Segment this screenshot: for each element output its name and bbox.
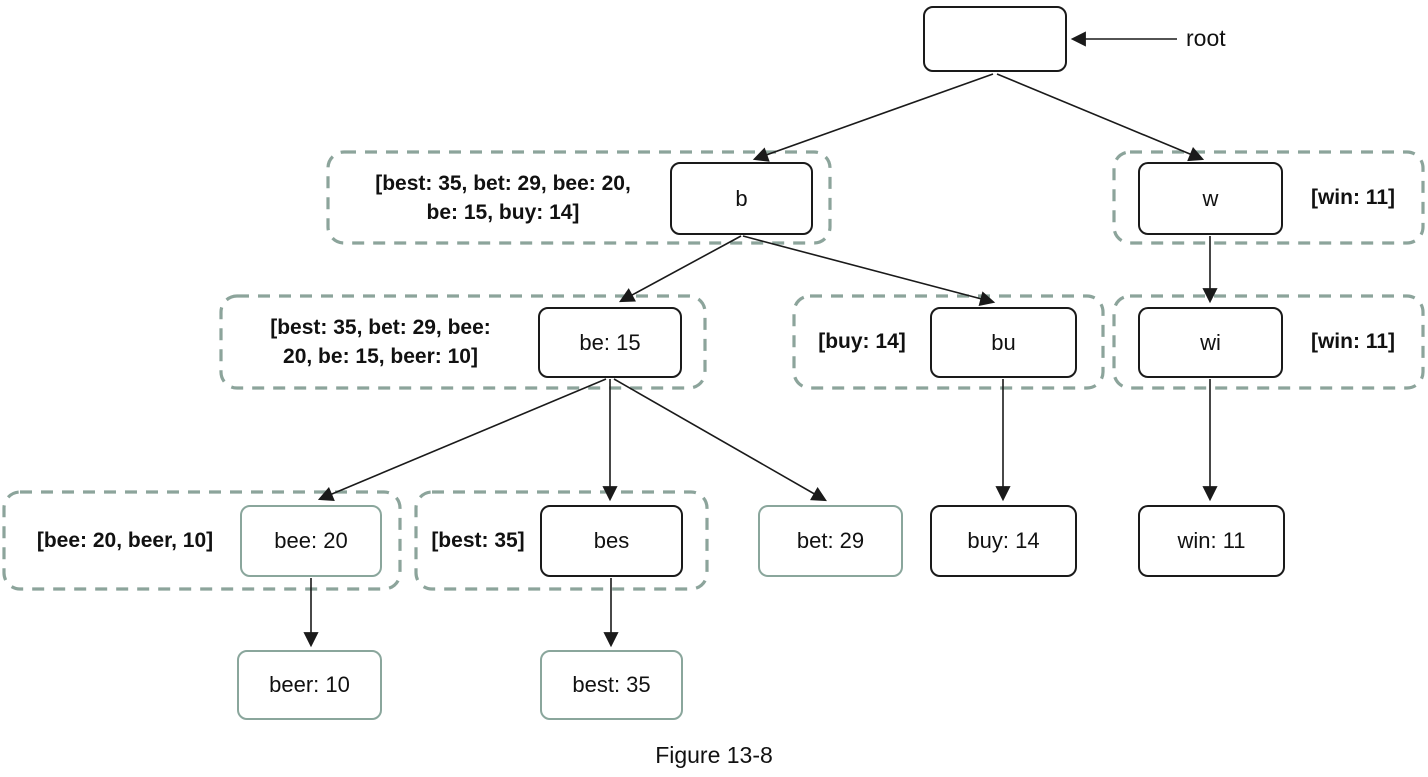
edge-b-bu — [742, 235, 996, 307]
node-bet: bet: 29 — [758, 505, 903, 577]
annotation-bee-line1: [bee: 20, beer, 10] — [36, 529, 214, 552]
group-box-b — [326, 150, 832, 245]
edge-be-bet — [613, 378, 827, 502]
annotation-bes-line1: [best: 35] — [431, 529, 525, 552]
node-bee: bee: 20 — [240, 505, 382, 577]
annotation-be: [best: 35, bet: 29, bee: 20, be: 15, bee… — [228, 313, 533, 371]
annotation-b-line1: [best: 35, bet: 29, bee: 20, — [375, 172, 631, 195]
group-box-bu — [792, 294, 1105, 390]
annotation-b: [best: 35, bet: 29, bee: 20, be: 15, buy… — [338, 169, 668, 227]
edge-be-bee — [317, 378, 607, 502]
node-w: w — [1138, 162, 1283, 235]
node-best: best: 35 — [540, 650, 683, 720]
node-root — [923, 6, 1067, 72]
annotation-bee: [bee: 20, beer, 10] — [12, 526, 238, 555]
annotation-wi: [win: 11] — [1288, 327, 1418, 356]
annotation-w: [win: 11] — [1288, 183, 1418, 212]
group-box-bee — [2, 490, 402, 591]
annotation-w-line1: [win: 11] — [1310, 186, 1395, 209]
root-pointer-label: root — [1186, 25, 1226, 51]
node-b: b — [670, 162, 813, 235]
group-box-wi — [1112, 294, 1425, 390]
annotation-bes: [best: 35] — [420, 526, 536, 555]
annotation-bu-line1: [buy: 14] — [818, 330, 906, 353]
node-win: win: 11 — [1138, 505, 1285, 577]
group-box-bes — [414, 490, 709, 591]
group-box-w — [1112, 150, 1425, 245]
node-buy: buy: 14 — [930, 505, 1077, 577]
node-beer: beer: 10 — [237, 650, 382, 720]
annotation-b-line2: be: 15, buy: 14] — [426, 201, 580, 224]
node-bu: bu — [930, 307, 1077, 378]
edge-root-b — [752, 73, 994, 162]
node-wi: wi — [1138, 307, 1283, 378]
node-be: be: 15 — [538, 307, 682, 378]
group-box-be — [219, 294, 707, 390]
edge-b-be — [618, 235, 742, 303]
node-bes: bes — [540, 505, 683, 577]
figure-caption: Figure 13-8 — [655, 742, 773, 768]
annotation-be-line2: 20, be: 15, beer: 10] — [283, 345, 478, 368]
annotation-bu: [buy: 14] — [798, 327, 926, 356]
edge-root-w — [996, 73, 1205, 162]
annotation-wi-line1: [win: 11] — [1310, 330, 1395, 353]
annotation-be-line1: [best: 35, bet: 29, bee: — [270, 316, 491, 339]
